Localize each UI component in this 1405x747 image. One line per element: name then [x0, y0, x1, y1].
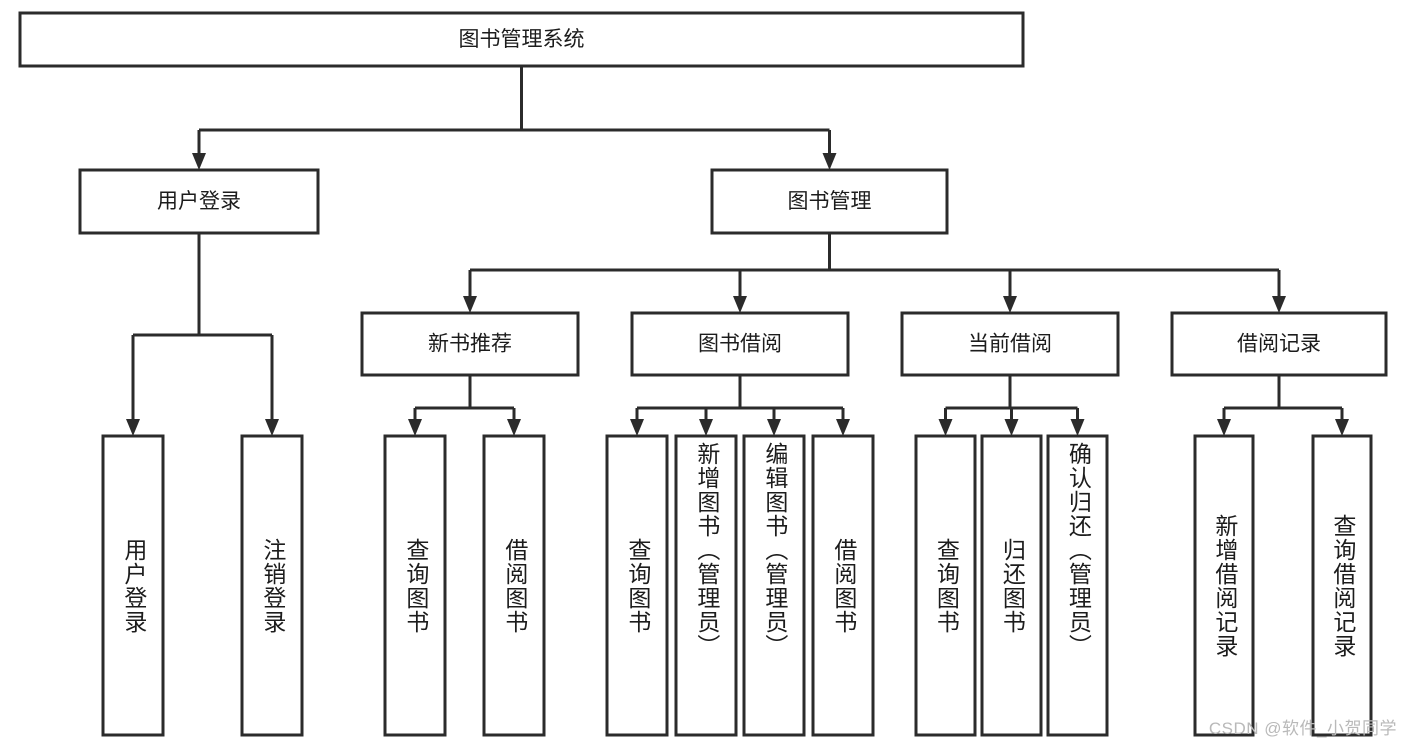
leaf-node-node-1-e6b3a8e99480[interactable] — [240, 434, 304, 737]
leaf-rect[interactable] — [811, 434, 875, 737]
leaf-node-node-8-e69fa5e8afa2[interactable] — [914, 434, 977, 737]
level3-node-label: 借阅记录 — [1237, 333, 1321, 356]
leaf-rect[interactable] — [674, 434, 738, 737]
leaf-rect[interactable] — [383, 434, 447, 737]
level2-node-node-1-e59bbee4b9a6[interactable]: 图书管理 — [710, 168, 949, 235]
leaf-node-node-11-e696b0e5a29e[interactable] — [1193, 434, 1255, 737]
level3-node-label: 图书借阅 — [698, 333, 782, 356]
root-node-label: 图书管理系统 — [459, 28, 585, 51]
leaf-node-node-12-e69fa5e8afa2[interactable] — [1311, 434, 1373, 737]
level2-node-node-0-e794a8e688b7[interactable]: 用户登录 — [78, 168, 320, 235]
level2-node-rect[interactable] — [78, 168, 320, 235]
leaf-node-node-9-e5bd92e8bf98[interactable] — [980, 434, 1043, 737]
level3-node-label: 新书推荐 — [428, 333, 512, 356]
root-to-level2-arrow-0 — [192, 153, 206, 170]
level3-3-to-leaves-arrow-0 — [1217, 419, 1231, 436]
book-mgmt-to-level3-arrow-2 — [1003, 296, 1017, 313]
leaf-rect[interactable] — [101, 434, 165, 737]
leaf-node-node-3-e5809fe99885[interactable] — [482, 434, 546, 737]
level3-1-to-leaves-arrow-2 — [767, 419, 781, 436]
leaf-rect[interactable] — [1193, 434, 1255, 737]
level3-1-to-leaves-arrow-1 — [699, 419, 713, 436]
level3-node-rect[interactable] — [1170, 311, 1388, 377]
book-mgmt-to-level3-arrow-3 — [1272, 296, 1286, 313]
leaf-rect[interactable] — [482, 434, 546, 737]
level3-1-to-leaves-arrow-0 — [630, 419, 644, 436]
leaf-rect[interactable] — [605, 434, 669, 737]
leaf-rect[interactable] — [1046, 434, 1109, 737]
level3-node-node-1-e59bbee4b9a6[interactable]: 图书借阅 — [630, 311, 850, 377]
level3-2-to-leaves-arrow-1 — [1004, 419, 1019, 436]
level2-node-rect[interactable] — [710, 168, 949, 235]
level3-node-rect[interactable] — [630, 311, 850, 377]
level3-node-node-0-e696b0e4b9a6[interactable]: 新书推荐 — [360, 311, 580, 377]
level3-node-rect[interactable] — [360, 311, 580, 377]
level3-3-to-leaves-arrow-1 — [1335, 419, 1349, 436]
book-mgmt-to-level3-arrow-1 — [733, 296, 747, 313]
leaf-node-node-2-e69fa5e8afa2[interactable] — [383, 434, 447, 737]
leaf-rect[interactable] — [1311, 434, 1373, 737]
book-mgmt-to-level3-arrow-0 — [463, 296, 477, 313]
leaf-node-node-6-e7bc96e8be91[interactable] — [742, 434, 806, 737]
leaf-rect[interactable] — [914, 434, 977, 737]
level3-2-to-leaves-arrow-0 — [938, 419, 953, 436]
level2-node-label: 图书管理 — [788, 190, 872, 213]
level3-node-rect[interactable] — [900, 311, 1120, 377]
user-login-to-leaves-arrow-0 — [126, 419, 140, 436]
leaf-rect[interactable] — [742, 434, 806, 737]
level3-node-label: 当前借阅 — [968, 333, 1052, 356]
level3-node-node-3-e5809fe99885[interactable]: 借阅记录 — [1170, 311, 1388, 377]
root-to-level2-arrow-1 — [822, 153, 837, 170]
leaf-node-node-7-e5809fe99885[interactable] — [811, 434, 875, 737]
leaf-node-node-0-e794a8e688b7[interactable] — [101, 434, 165, 737]
leaf-rect[interactable] — [240, 434, 304, 737]
leaf-node-node-10-e7a1aee8aea4[interactable] — [1046, 434, 1109, 737]
level3-0-to-leaves-arrow-1 — [507, 419, 521, 436]
root-node-node-0-e59bbee4b9a6[interactable]: 图书管理系统 — [18, 11, 1025, 68]
root-node-rect[interactable] — [18, 11, 1025, 68]
user-login-to-leaves-arrow-1 — [265, 419, 279, 436]
level3-0-to-leaves-arrow-0 — [408, 419, 422, 436]
level3-2-to-leaves-arrow-2 — [1070, 419, 1085, 436]
connector-layer — [126, 66, 1349, 436]
leaf-rect[interactable] — [980, 434, 1043, 737]
leaf-node-node-4-e69fa5e8afa2[interactable] — [605, 434, 669, 737]
level2-node-label: 用户登录 — [157, 190, 241, 213]
leaf-node-node-5-e696b0e5a29e[interactable] — [674, 434, 738, 737]
level3-1-to-leaves-arrow-3 — [836, 419, 850, 436]
level3-node-node-2-e5bd93e5898d[interactable]: 当前借阅 — [900, 311, 1120, 377]
